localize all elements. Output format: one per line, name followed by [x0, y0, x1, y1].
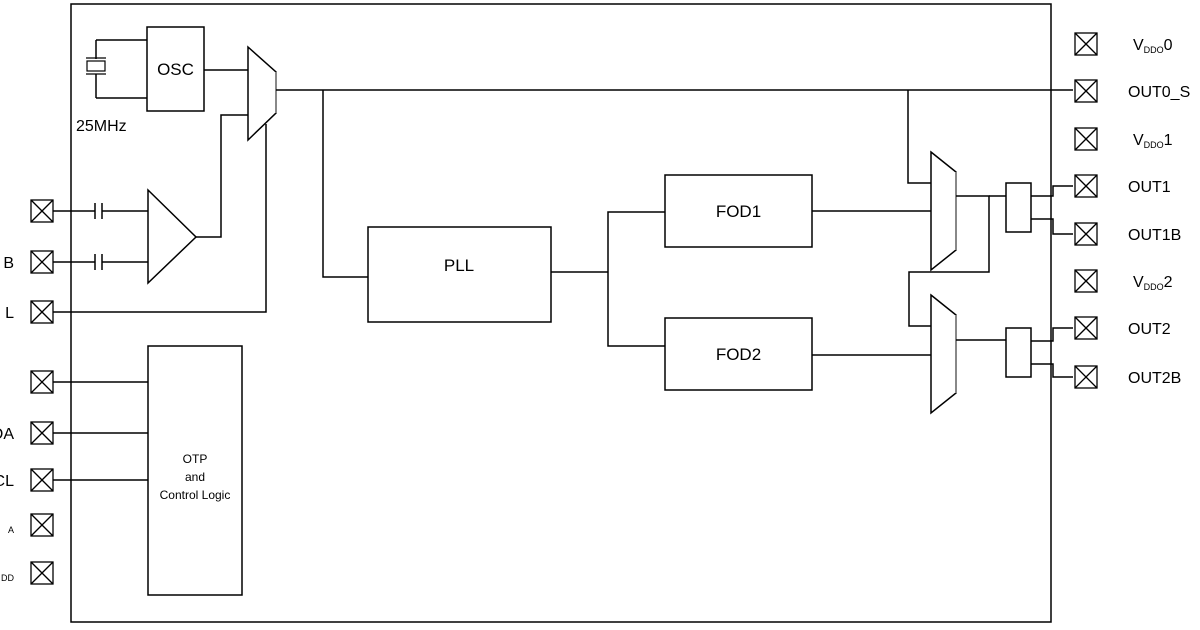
output1-driver: [1005, 182, 1032, 233]
buffer-triangle: [147, 188, 198, 285]
left-pin-8-label: DD: [1, 573, 14, 583]
crystal-oscillator: 25MHz: [76, 39, 147, 135]
crystal-icon: [86, 60, 106, 72]
left-pin-3-label: L: [5, 305, 14, 322]
left-pin-7-icon: [30, 513, 54, 537]
left-pin-1-icon: [30, 199, 54, 223]
right-pin-1-icon: [1074, 32, 1098, 56]
right-pin-3-icon: [1074, 127, 1098, 151]
input-buffer: [53, 114, 248, 285]
otp-label-line3: Control Logic: [160, 488, 231, 502]
right-pin-6-icon: [1074, 269, 1098, 293]
right-pin-5-icon: [1074, 222, 1098, 246]
right-pin-8-label: OUT2B: [1128, 370, 1181, 387]
fod1-label: FOD1: [716, 202, 761, 221]
right-pin-1-label: VDDO0: [1133, 37, 1173, 55]
left-pin-column: B L DA CL A DD: [0, 199, 54, 585]
output2-mux: [930, 293, 957, 415]
right-pin-7-icon: [1074, 316, 1098, 340]
left-pin-6-label: CL: [0, 473, 14, 490]
right-pin-2-label: OUT0_S: [1128, 84, 1190, 101]
left-pin-8-icon: [30, 561, 54, 585]
left-pin-6-icon: [30, 468, 54, 492]
fod1-block: [664, 174, 813, 248]
fod2-label: FOD2: [716, 345, 761, 364]
right-pin-2-icon: [1074, 79, 1098, 103]
left-pin-4-icon: [30, 370, 54, 394]
left-pin-7-label: A: [8, 525, 14, 535]
output1-mux: [930, 150, 957, 272]
left-pin-5-icon: [30, 421, 54, 445]
otp-label-line1: OTP: [183, 452, 208, 466]
right-pin-4-icon: [1074, 174, 1098, 198]
pll-block: [367, 226, 552, 323]
left-pin-2-icon: [30, 250, 54, 274]
right-pin-3-label: VDDO1: [1133, 132, 1173, 150]
left-pin-2-label: B: [3, 255, 14, 272]
otp-label-line2: and: [185, 470, 205, 484]
right-pin-7-label: OUT2: [1128, 321, 1171, 338]
right-pin-6-label: VDDO2: [1133, 274, 1173, 292]
right-pin-8-icon: [1074, 365, 1098, 389]
right-pin-5-label: OUT1B: [1128, 227, 1181, 244]
osc-block: [146, 26, 205, 112]
right-pin-4-label: OUT1: [1128, 179, 1171, 196]
output2-driver: [1005, 327, 1032, 378]
otp-control-logic-block: [147, 345, 243, 596]
left-pin-3-icon: [30, 300, 54, 324]
fod2-block: [664, 317, 813, 391]
left-pin-5-label: DA: [0, 426, 14, 443]
osc-label: OSC: [157, 60, 194, 79]
crystal-frequency: 25MHz: [76, 118, 127, 135]
pll-label: PLL: [444, 256, 474, 275]
